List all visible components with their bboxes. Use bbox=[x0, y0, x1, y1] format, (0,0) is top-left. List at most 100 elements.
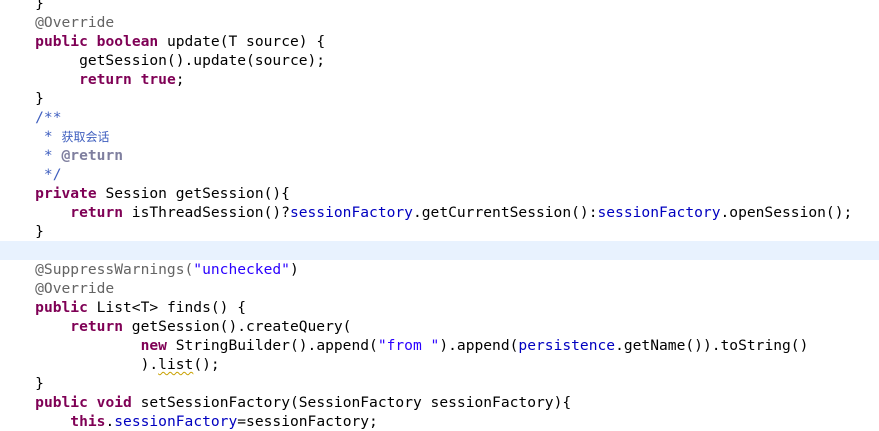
code-token: . bbox=[105, 413, 115, 430]
code-token: public bbox=[35, 33, 88, 50]
code-token bbox=[88, 394, 97, 411]
code-token bbox=[132, 71, 141, 88]
code-line[interactable]: } bbox=[0, 222, 879, 241]
code-token: */ bbox=[0, 166, 62, 183]
code-token: new bbox=[140, 337, 167, 354]
code-token: * bbox=[0, 128, 62, 145]
code-token bbox=[88, 33, 97, 50]
code-line[interactable]: public boolean update(T source) { bbox=[0, 32, 879, 51]
code-text: return true; bbox=[0, 70, 185, 89]
code-token: @SuppressWarnings( bbox=[0, 261, 194, 278]
code-text: /** bbox=[0, 108, 62, 127]
code-text: public boolean update(T source) { bbox=[0, 32, 325, 51]
code-token: void bbox=[96, 394, 132, 411]
code-text: public List<T> finds() { bbox=[0, 298, 246, 317]
code-text: @SuppressWarnings("unchecked") bbox=[0, 260, 299, 279]
code-line[interactable]: return isThreadSession()?sessionFactory.… bbox=[0, 203, 879, 222]
code-token: ). bbox=[0, 356, 159, 373]
code-text: public void setSessionFactory(SessionFac… bbox=[0, 393, 571, 412]
code-line[interactable]: ).list(); bbox=[0, 355, 879, 374]
code-token bbox=[0, 318, 70, 335]
code-token: public bbox=[35, 299, 88, 316]
code-line[interactable]: new StringBuilder().append("from ").appe… bbox=[0, 336, 879, 355]
code-token: public bbox=[35, 394, 88, 411]
code-token: 获取会话 bbox=[61, 130, 110, 144]
code-token: } bbox=[0, 223, 44, 240]
code-token: getSession().createQuery( bbox=[123, 318, 352, 335]
code-line[interactable]: @SuppressWarnings("unchecked") bbox=[0, 260, 879, 279]
code-token: @return bbox=[61, 147, 124, 164]
code-text: return getSession().createQuery( bbox=[0, 317, 351, 336]
code-token: boolean bbox=[96, 33, 159, 50]
code-token: * bbox=[0, 147, 62, 164]
code-token bbox=[0, 299, 35, 316]
code-token: "from " bbox=[377, 337, 440, 354]
code-token bbox=[0, 337, 141, 354]
code-line[interactable]: /** bbox=[0, 108, 879, 127]
code-text: } bbox=[0, 89, 44, 108]
code-line[interactable]: * 获取会话 bbox=[0, 127, 879, 146]
code-token: private bbox=[35, 185, 97, 202]
code-token: List<T> finds() { bbox=[87, 299, 247, 316]
code-token: return bbox=[79, 71, 132, 88]
code-token: return bbox=[70, 318, 124, 335]
code-token: /** bbox=[0, 109, 62, 126]
code-token bbox=[0, 71, 79, 88]
code-text: * 获取会话 bbox=[0, 127, 110, 147]
code-token: "unchecked" bbox=[193, 261, 290, 278]
code-line[interactable]: return getSession().createQuery( bbox=[0, 317, 879, 336]
code-line[interactable]: @Override bbox=[0, 279, 879, 298]
code-token: update(T source) { bbox=[158, 33, 326, 50]
code-line[interactable]: */ bbox=[0, 165, 879, 184]
code-token: true bbox=[140, 71, 176, 88]
code-text: @Override bbox=[0, 279, 114, 298]
code-line[interactable]: } bbox=[0, 374, 879, 393]
code-token: (); bbox=[193, 356, 220, 373]
code-token: @Override bbox=[0, 14, 115, 31]
code-token: Session getSession(){ bbox=[96, 185, 290, 202]
code-line[interactable]: } bbox=[0, 0, 879, 13]
code-token: persistence bbox=[518, 337, 616, 354]
code-token: .openSession(); bbox=[720, 204, 853, 221]
code-line[interactable]: this.sessionFactory=sessionFactory; bbox=[0, 412, 879, 431]
code-text: } bbox=[0, 0, 44, 13]
code-text: } bbox=[0, 374, 44, 393]
code-line[interactable]: private Session getSession(){ bbox=[0, 184, 879, 203]
code-token: ).append( bbox=[439, 337, 519, 354]
code-token: =sessionFactory; bbox=[237, 413, 378, 430]
code-token: } bbox=[0, 375, 44, 392]
code-token: @Override bbox=[0, 280, 115, 297]
code-token bbox=[0, 185, 35, 202]
code-token: } bbox=[0, 90, 44, 107]
code-text: new StringBuilder().append("from ").appe… bbox=[0, 336, 809, 355]
code-line[interactable]: @Override bbox=[0, 13, 879, 32]
code-text: return isThreadSession()?sessionFactory.… bbox=[0, 203, 852, 222]
code-line[interactable] bbox=[0, 241, 879, 260]
code-token: sessionFactory bbox=[597, 204, 721, 221]
code-token: isThreadSession()? bbox=[123, 204, 290, 221]
code-line[interactable]: public List<T> finds() { bbox=[0, 298, 879, 317]
code-token bbox=[0, 33, 35, 50]
code-token bbox=[0, 413, 70, 430]
code-token: ; bbox=[175, 71, 185, 88]
code-token: this bbox=[70, 413, 106, 430]
code-line[interactable]: * @return bbox=[0, 146, 879, 165]
code-token: getSession().update(source); bbox=[0, 52, 326, 69]
code-text: } bbox=[0, 222, 44, 241]
code-token: ) bbox=[289, 261, 299, 278]
code-line[interactable]: public void setSessionFactory(SessionFac… bbox=[0, 393, 879, 412]
code-text: * @return bbox=[0, 146, 123, 165]
code-token: .getName()).toString() bbox=[615, 337, 809, 354]
code-text: private Session getSession(){ bbox=[0, 184, 290, 203]
code-text: this.sessionFactory=sessionFactory; bbox=[0, 412, 378, 431]
code-text: */ bbox=[0, 165, 62, 184]
code-token: } bbox=[0, 0, 44, 12]
code-token: sessionFactory bbox=[289, 204, 413, 221]
code-line[interactable]: } bbox=[0, 89, 879, 108]
code-line[interactable]: return true; bbox=[0, 70, 879, 89]
code-token: return bbox=[70, 204, 124, 221]
code-token: setSessionFactory(SessionFactory session… bbox=[131, 394, 572, 411]
code-token: StringBuilder().append( bbox=[166, 337, 378, 354]
code-line[interactable]: getSession().update(source); bbox=[0, 51, 879, 70]
